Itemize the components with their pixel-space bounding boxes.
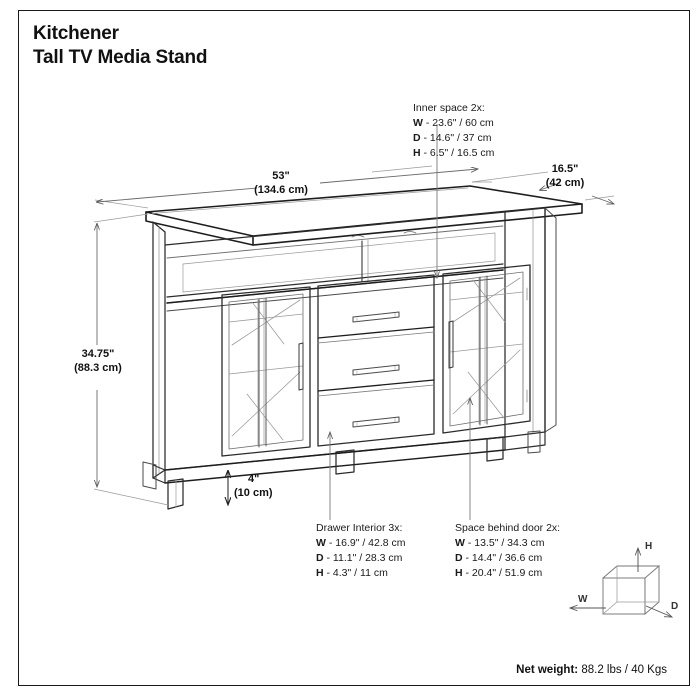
- callout-space-behind-door: Space behind door 2x: W - 13.5" / 34.3 c…: [455, 521, 560, 581]
- width-imperial: 53": [272, 170, 290, 182]
- inner-space-value-w: - 23.6" / 60 cm: [425, 116, 494, 129]
- space-behind-door-row-d: D - 14.4" / 36.6 cm: [455, 551, 560, 566]
- drawer-stack: [317, 274, 435, 447]
- right-door-handle: [448, 320, 454, 369]
- depth-dimension-label: 16.5" (42 cm): [522, 163, 608, 191]
- drawer-interior-row-h: H - 4.3" / 11 cm: [316, 566, 406, 581]
- product-name: Kitchener: [33, 23, 119, 44]
- inner-space-row-h: H - 6.5" / 16.5 cm: [413, 146, 494, 161]
- drawer-interior-row-w: W - 16.9" / 42.8 cm: [316, 536, 406, 551]
- inner-space-row-w: W - 23.6" / 60 cm: [413, 116, 494, 131]
- dimension-lines: [94, 124, 614, 520]
- legs: [142, 430, 541, 510]
- width-metric: (134.6 cm): [254, 183, 308, 196]
- space-behind-door-axis-d: D: [455, 551, 463, 564]
- drawer-interior-axis-h: H: [316, 566, 324, 579]
- legend-label-depth: D: [671, 601, 679, 612]
- legend-label-height: H: [645, 541, 653, 552]
- left-glass-door: [221, 286, 311, 457]
- height-metric: (88.3 cm): [74, 361, 122, 374]
- net-weight-value: 88.2 lbs / 40 Kgs: [581, 664, 667, 676]
- height-imperial: 34.75": [81, 348, 115, 360]
- base-rail: [152, 431, 546, 484]
- space-behind-door-value-h: - 20.4" / 51.9 cm: [465, 566, 543, 579]
- inner-space-value-d: - 14.6" / 37 cm: [423, 131, 492, 144]
- inner-space-axis-w: W: [413, 116, 423, 129]
- inner-space-value-h: - 6.5" / 16.5 cm: [423, 146, 495, 159]
- space-behind-door-axis-h: H: [455, 566, 463, 579]
- top-panel: [145, 185, 583, 246]
- space-behind-door-row-h: H - 20.4" / 51.9 cm: [455, 566, 560, 581]
- drawer-interior-row-d: D - 11.1" / 28.3 cm: [316, 551, 406, 566]
- depth-metric: (42 cm): [545, 176, 585, 189]
- net-weight-label: Net weight:: [516, 664, 579, 676]
- inner-space-axis-h: H: [413, 146, 421, 159]
- axis-legend-cube: [570, 548, 672, 617]
- page-border: [18, 10, 690, 686]
- inner-space-title: Inner space 2x:: [413, 102, 485, 114]
- space-behind-door-row-w: W - 13.5" / 34.3 cm: [455, 536, 560, 551]
- legend-label-width: W: [578, 594, 588, 605]
- callout-drawer-interior: Drawer Interior 3x: W - 16.9" / 42.8 cm …: [316, 521, 406, 581]
- callout-inner-space: Inner space 2x: W - 23.6" / 60 cm D - 14…: [413, 101, 494, 161]
- leg-clearance-metric: (10 cm): [234, 486, 273, 499]
- depth-imperial: 16.5": [551, 163, 579, 175]
- page-title: Kitchener Tall TV Media Stand: [33, 22, 207, 71]
- drawer-interior-axis-d: D: [316, 551, 324, 564]
- space-behind-door-value-d: - 14.4" / 36.6 cm: [465, 551, 543, 564]
- leg-clearance-imperial: 4": [248, 473, 260, 485]
- drawer-interior-value-h: - 4.3" / 11 cm: [326, 566, 388, 579]
- drawer-interior-axis-w: W: [316, 536, 326, 549]
- drawer-interior-value-w: - 16.9" / 42.8 cm: [328, 536, 406, 549]
- leg-clearance-label: 4" (10 cm): [234, 473, 304, 501]
- space-behind-door-value-w: - 13.5" / 34.3 cm: [467, 536, 545, 549]
- product-subtitle: Tall TV Media Stand: [33, 47, 208, 69]
- right-glass-door: [442, 264, 531, 434]
- space-behind-door-axis-w: W: [455, 536, 465, 549]
- drawer-interior-value-d: - 11.1" / 28.3 cm: [326, 551, 403, 564]
- space-behind-door-title: Space behind door 2x:: [455, 522, 561, 534]
- left-door-handle: [298, 342, 304, 391]
- height-dimension-label: 34.75" (88.3 cm): [52, 348, 144, 376]
- drawer-pull: [352, 311, 400, 428]
- width-dimension-label: 53" (134.6 cm): [236, 170, 326, 198]
- inner-space-row-d: D - 14.6" / 37 cm: [413, 131, 494, 146]
- net-weight: Net weight: 88.2 lbs / 40 Kgs: [516, 664, 667, 676]
- drawer-interior-title: Drawer Interior 3x:: [316, 522, 403, 534]
- inner-space-axis-d: D: [413, 131, 421, 144]
